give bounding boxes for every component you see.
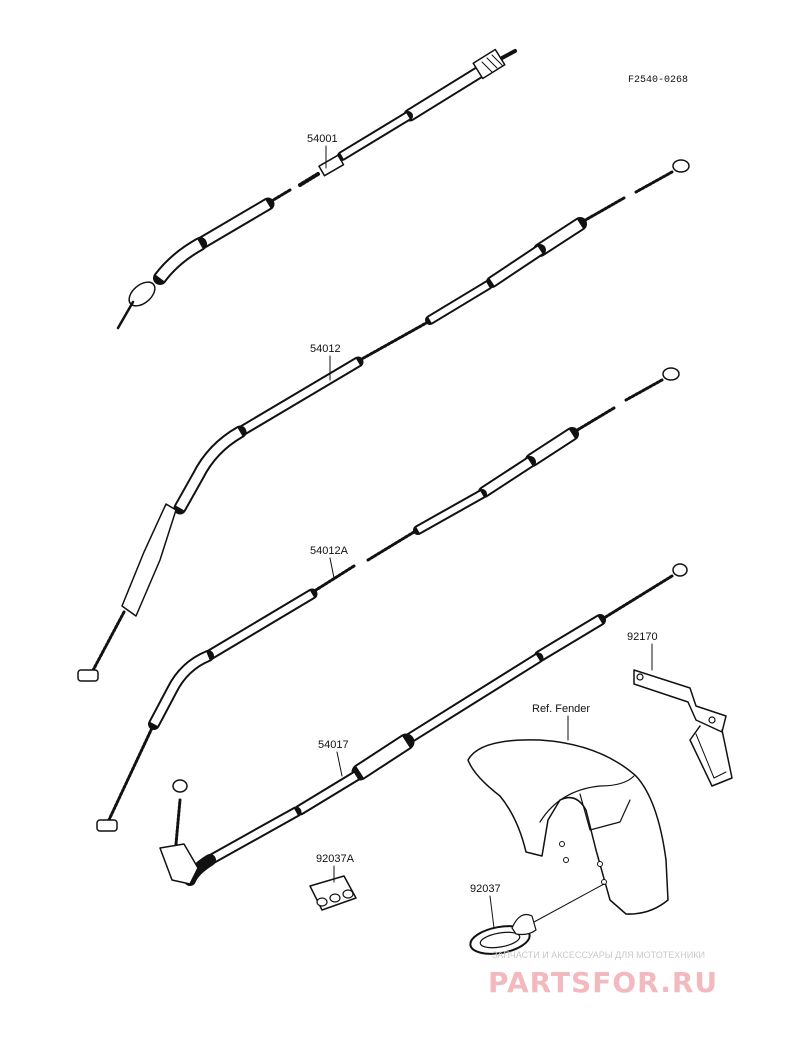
callout-92037a: 92037A [316, 853, 355, 865]
watermark-logo: PARTSFOR.RU [488, 966, 718, 999]
part-92170-bracket [633, 669, 733, 787]
callout-92037: 92037 [470, 883, 501, 895]
part-92037-grommet [469, 913, 537, 955]
part-54001-speedometer-cable [116, 48, 517, 330]
part-54012-cable [77, 159, 690, 682]
callout-54012: 54012 [310, 343, 341, 355]
callout-54017: 54017 [318, 739, 349, 751]
part-92037a-clamp [309, 875, 357, 911]
diagram-reference-code: F2540-0268 [628, 75, 688, 86]
callout-92170: 92170 [627, 631, 658, 643]
part-54012a-cable [96, 367, 680, 832]
leader-lines [325, 145, 653, 929]
callout-ref-fender: Ref. Fender [532, 703, 590, 715]
watermark-tagline: ЗАПЧАСТИ И АКСЕССУАРЫ ДЛЯ МОТОТЕХНИКИ [492, 950, 705, 960]
callout-54012a: 54012A [310, 545, 349, 557]
part-54017-cable [159, 563, 688, 886]
callout-54001: 54001 [307, 133, 338, 145]
